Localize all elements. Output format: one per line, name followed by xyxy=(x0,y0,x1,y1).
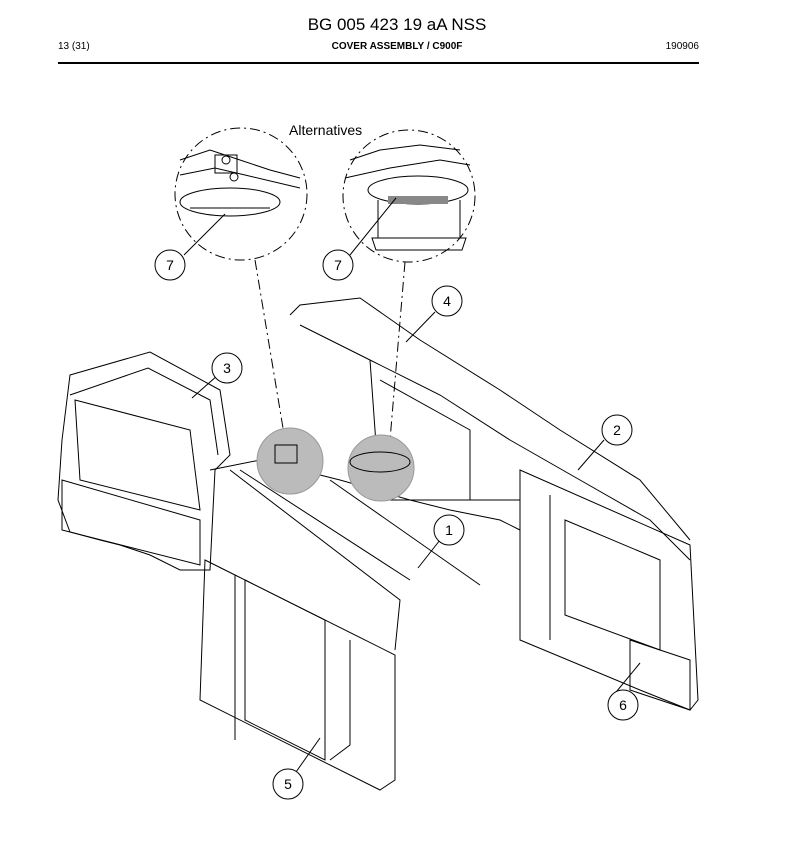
callout-label: 7 xyxy=(334,257,342,273)
page-title: COVER ASSEMBLY / C900F xyxy=(331,41,463,52)
lower-front-cover xyxy=(199,559,396,791)
header-rule xyxy=(58,62,699,64)
callout-label: 2 xyxy=(613,422,621,438)
callout-label: 5 xyxy=(284,776,292,792)
callout-3 xyxy=(211,352,243,384)
callout-7-left xyxy=(154,249,186,281)
page-number: 13 (31) xyxy=(58,41,90,52)
callout-5 xyxy=(272,768,304,800)
callout-label: 7 xyxy=(166,257,174,273)
callout-label: 6 xyxy=(619,697,627,713)
callout-7-right xyxy=(322,249,354,281)
callout-markers xyxy=(154,249,639,800)
callout-label: 4 xyxy=(443,293,451,309)
left-side-cover xyxy=(57,351,231,571)
upper-rear-cover xyxy=(289,297,691,600)
callout-6 xyxy=(607,689,639,721)
document-date: 190906 xyxy=(665,41,699,52)
right-side-cover xyxy=(519,469,699,711)
callout-4 xyxy=(431,285,463,317)
detail-view-left xyxy=(174,127,308,261)
alternatives-label: Alternatives xyxy=(289,122,363,138)
callout-label: 3 xyxy=(223,360,231,376)
detail-view-right xyxy=(342,129,476,263)
callout-1 xyxy=(433,514,465,546)
callout-2 xyxy=(601,414,633,446)
callout-label: 1 xyxy=(445,522,453,538)
document-id: BG 005 423 19 aA NSS xyxy=(307,15,487,34)
